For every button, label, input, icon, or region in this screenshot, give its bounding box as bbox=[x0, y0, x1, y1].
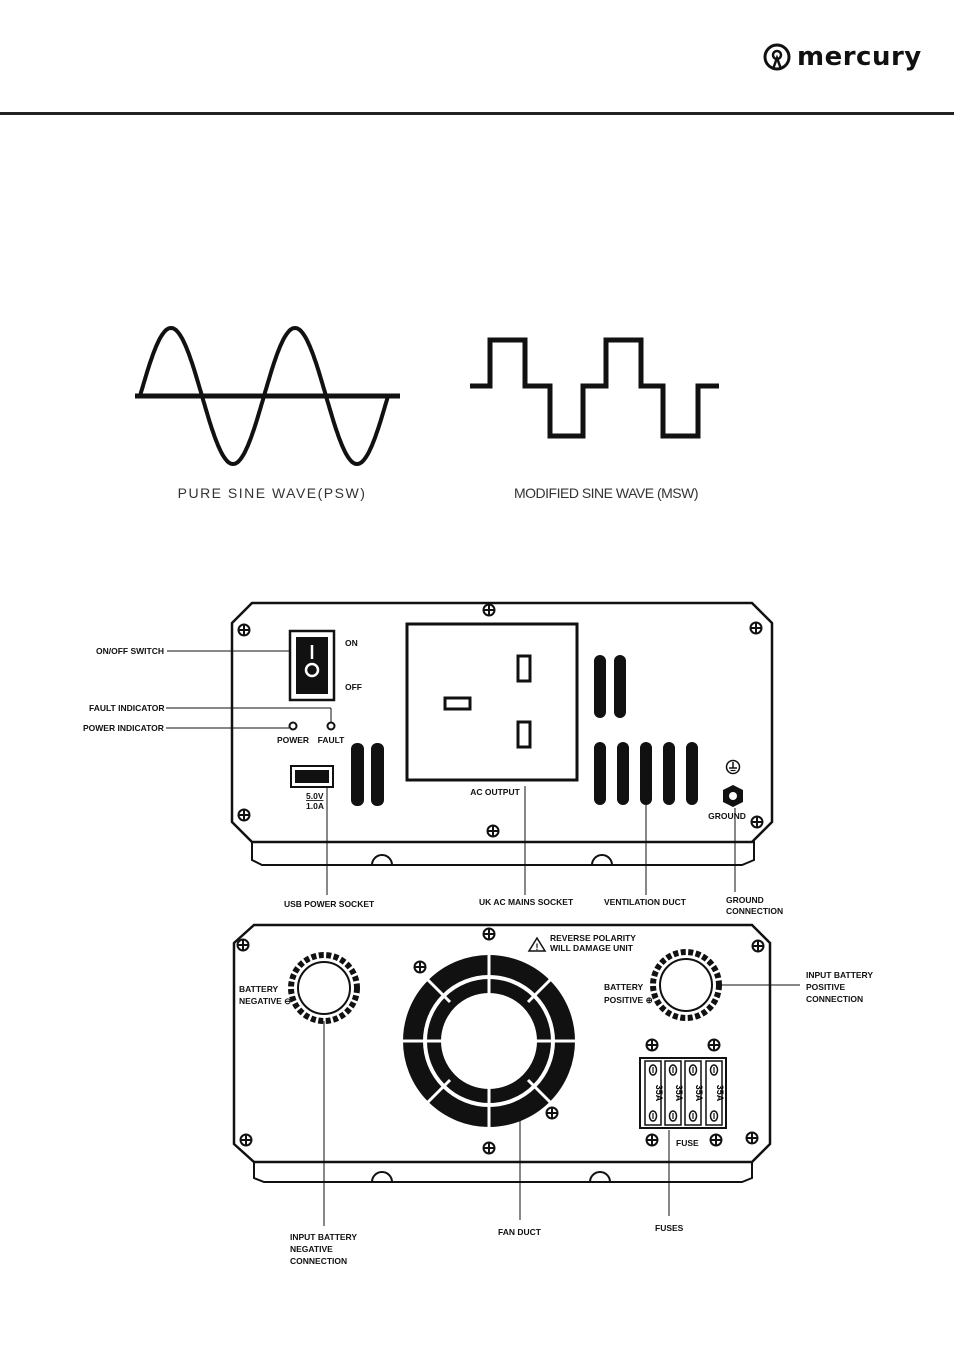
screw-icon bbox=[237, 808, 251, 822]
screw-icon bbox=[645, 1133, 659, 1147]
fuse-35a[interactable]: 35A bbox=[705, 1060, 725, 1126]
pure-sine-wave-graphic bbox=[135, 325, 400, 467]
svg-text:!: ! bbox=[536, 942, 539, 952]
ac-output-label: AC OUTPUT bbox=[470, 787, 520, 797]
usb-current-label: 1.0A bbox=[306, 801, 324, 811]
callout-neg-l3: CONNECTION bbox=[290, 1256, 347, 1266]
callout-ground-connection-l2: CONNECTION bbox=[726, 906, 783, 916]
screw-icon bbox=[236, 938, 250, 952]
msw-caption: MODIFIED SINE WAVE (MSW) bbox=[514, 485, 698, 501]
fault-led-label: FAULT bbox=[318, 735, 346, 745]
brand-logo: mercury bbox=[762, 42, 922, 72]
rear-callouts bbox=[323, 984, 800, 1226]
callout-usb-power-socket: USB POWER SOCKET bbox=[284, 899, 375, 909]
fuse-rating-label: 35A bbox=[654, 1085, 664, 1102]
vent-slot bbox=[351, 743, 364, 806]
usb-socket[interactable] bbox=[290, 765, 334, 788]
power-led-icon bbox=[288, 721, 298, 731]
callout-pos-l2: POSITIVE bbox=[806, 982, 846, 992]
fuse-35a[interactable]: 35A bbox=[644, 1060, 664, 1126]
callout-pos-l3: CONNECTION bbox=[806, 994, 863, 1004]
vent-slot bbox=[371, 743, 384, 806]
battery-positive-label-l2: POSITIVE ⊕ bbox=[604, 995, 653, 1005]
callout-fuses: FUSES bbox=[655, 1223, 684, 1233]
wave-diagrams: PURE SINE WAVE(PSW) MODIFIED SINE WAVE (… bbox=[135, 325, 719, 501]
psw-caption: PURE SINE WAVE(PSW) bbox=[178, 485, 367, 501]
battery-negative-label-l1: BATTERY bbox=[239, 984, 279, 994]
header-divider bbox=[0, 112, 954, 115]
screw-icon bbox=[645, 1038, 659, 1052]
screw-icon bbox=[749, 621, 763, 635]
callout-power-indicator: POWER INDICATOR bbox=[83, 723, 164, 733]
warning-text-l1: REVERSE POLARITY bbox=[550, 933, 636, 943]
switch-on-label: ON bbox=[345, 638, 358, 648]
callout-fault-indicator: FAULT INDICATOR bbox=[89, 703, 165, 713]
screw-icon bbox=[482, 1141, 496, 1155]
screw-icon bbox=[413, 960, 427, 974]
screw-icon bbox=[545, 1106, 559, 1120]
modified-sine-wave-graphic bbox=[470, 337, 719, 439]
front-callouts bbox=[166, 650, 736, 895]
front-panel: ON OFF POWER FAULT 5.0V 1.0A AC OUTPUT bbox=[230, 601, 774, 866]
mercury-logo-icon bbox=[763, 43, 791, 71]
fuse-35a[interactable]: 35A bbox=[664, 1060, 684, 1126]
screw-icon bbox=[482, 603, 496, 617]
fault-led-icon bbox=[326, 721, 336, 731]
screw-icon bbox=[237, 623, 251, 637]
callout-uk-ac-mains-socket: UK AC MAINS SOCKET bbox=[479, 897, 574, 907]
screw-icon bbox=[482, 927, 496, 941]
ground-label: GROUND bbox=[708, 811, 746, 821]
callout-neg-l1: INPUT BATTERY bbox=[290, 1232, 357, 1242]
callout-onoff-switch: ON/OFF SWITCH bbox=[96, 646, 164, 656]
ac-output-socket[interactable] bbox=[405, 622, 579, 782]
screw-icon bbox=[745, 1131, 759, 1145]
fan-duct bbox=[403, 955, 575, 1127]
screw-icon bbox=[709, 1133, 723, 1147]
callout-pos-l1: INPUT BATTERY bbox=[806, 970, 873, 980]
fuse-rating-label: 35A bbox=[715, 1085, 725, 1102]
callout-ventilation-duct: VENTILATION DUCT bbox=[604, 897, 687, 907]
fuse-rating-label: 35A bbox=[694, 1085, 704, 1102]
callout-ground-connection-l1: GROUND bbox=[726, 895, 764, 905]
switch-off-label: OFF bbox=[345, 682, 362, 692]
fuse-label: FUSE bbox=[676, 1138, 699, 1148]
battery-positive-terminal[interactable] bbox=[650, 949, 722, 1021]
battery-positive-label-l1: BATTERY bbox=[604, 982, 644, 992]
screw-icon bbox=[239, 1133, 253, 1147]
screw-icon bbox=[750, 815, 764, 829]
screw-icon bbox=[707, 1038, 721, 1052]
ground-terminal-icon[interactable] bbox=[723, 785, 743, 807]
battery-negative-label-l2: NEGATIVE ⊖ bbox=[239, 996, 291, 1006]
rear-panel: ! REVERSE POLARITY WILL DAMAGE UNIT BATT… bbox=[232, 923, 772, 1183]
battery-negative-terminal[interactable] bbox=[288, 952, 360, 1024]
ground-symbol-icon bbox=[725, 759, 741, 775]
callout-fan-duct: FAN DUCT bbox=[498, 1227, 542, 1237]
fuses-group: 35A 35A 35A 35A bbox=[644, 1060, 725, 1126]
screw-icon bbox=[486, 824, 500, 838]
screw-icon bbox=[751, 939, 765, 953]
brand-name: mercury bbox=[797, 42, 922, 72]
usb-voltage-label: 5.0V bbox=[306, 791, 324, 801]
onoff-switch[interactable] bbox=[288, 629, 336, 702]
ventilation-duct bbox=[594, 655, 698, 805]
fuse-rating-label: 35A bbox=[674, 1085, 684, 1102]
callout-neg-l2: NEGATIVE bbox=[290, 1244, 333, 1254]
warning-text-l2: WILL DAMAGE UNIT bbox=[550, 943, 634, 953]
power-led-label: POWER bbox=[277, 735, 309, 745]
fuse-35a[interactable]: 35A bbox=[684, 1060, 704, 1126]
warning-icon: ! bbox=[527, 936, 547, 952]
